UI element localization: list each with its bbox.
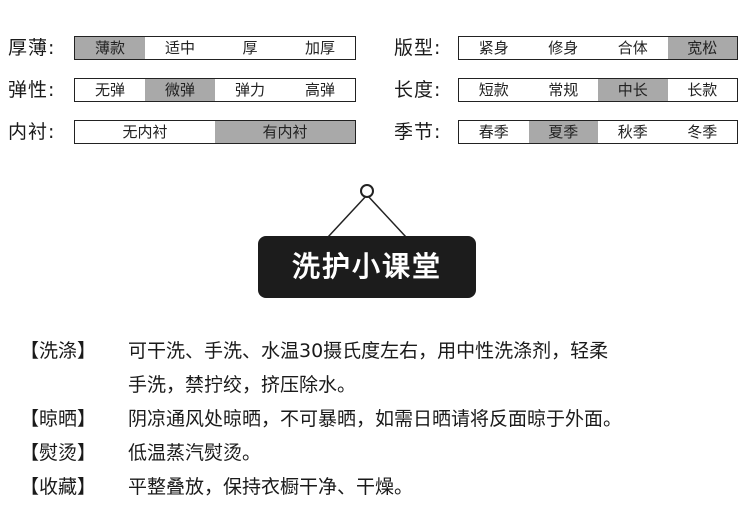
care-tag: 【晾晒】 <box>20 408 97 430</box>
option: 秋季 <box>617 123 648 141</box>
option: 紧身 <box>478 39 509 57</box>
option-selected: 薄款 <box>75 37 145 59</box>
care-item-dry: 【晾晒】 阴凉通风处晾晒，不可暴晒，如需日晒请将反面晾于外面。 <box>20 402 740 436</box>
attr-label: 长度: <box>394 79 442 101</box>
option: 厚 <box>242 39 258 57</box>
attr-row-season: 季节: 春季 夏季 秋季 冬季 <box>394 120 744 144</box>
option: 合体 <box>617 39 648 57</box>
option: 高弹 <box>304 81 335 99</box>
attr-row-fit: 版型: 紧身 修身 合体 宽松 <box>394 36 744 60</box>
care-text: 低温蒸汽熨烫。 <box>128 442 262 464</box>
attr-label: 内衬: <box>8 121 56 143</box>
option: 冬季 <box>687 123 718 141</box>
care-item-iron: 【熨烫】 低温蒸汽熨烫。 <box>20 436 740 470</box>
option-selected: 微弹 <box>145 79 215 101</box>
care-item-wash: 【洗涤】 可干洗、手洗、水温30摄氏度左右，用中性洗涤剂，轻柔 <box>20 334 740 368</box>
care-text: 可干洗、手洗、水温30摄氏度左右，用中性洗涤剂，轻柔 <box>128 340 609 362</box>
attr-row-elasticity: 弹性: 无弹 微弹 弹力 高弹 <box>8 78 358 102</box>
care-item-wash-cont: 手洗，禁拧绞，挤压除水。 <box>20 368 740 402</box>
option-group: 短款 常规 中长 长款 <box>458 78 738 102</box>
attr-row-thickness: 厚薄: 薄款 适中 厚 加厚 <box>8 36 358 60</box>
attr-row-length: 长度: 短款 常规 中长 长款 <box>394 78 744 102</box>
option: 修身 <box>548 39 579 57</box>
option-selected: 夏季 <box>528 121 598 143</box>
care-text: 手洗，禁拧绞，挤压除水。 <box>128 374 357 396</box>
option-group: 无弹 微弹 弹力 高弹 <box>74 78 356 102</box>
care-item-storage: 【收藏】 平整叠放，保持衣橱干净、干燥。 <box>20 470 740 504</box>
care-tag: 【洗涤】 <box>20 340 97 362</box>
option-selected: 中长 <box>598 79 668 101</box>
option-group: 春季 夏季 秋季 冬季 <box>458 120 738 144</box>
option: 适中 <box>164 39 195 57</box>
option: 弹力 <box>234 81 265 99</box>
option-group: 薄款 适中 厚 加厚 <box>74 36 356 60</box>
care-tag: 【熨烫】 <box>20 442 97 464</box>
option: 长款 <box>687 81 718 99</box>
option: 短款 <box>478 81 509 99</box>
option-selected: 有内衬 <box>215 121 355 143</box>
care-text: 阴凉通风处晾晒，不可暴晒，如需日晒请将反面晾于外面。 <box>128 408 623 430</box>
attr-label: 弹性: <box>8 79 56 101</box>
attr-label: 季节: <box>394 121 442 143</box>
option-group: 无内衬 有内衬 <box>74 120 356 144</box>
care-class-sign: 洗护小课堂 <box>258 236 476 298</box>
option-group: 紧身 修身 合体 宽松 <box>458 36 738 60</box>
option: 春季 <box>478 123 509 141</box>
attr-row-lining: 内衬: 无内衬 有内衬 <box>8 120 358 144</box>
option: 无内衬 <box>122 123 168 141</box>
option: 常规 <box>548 81 579 99</box>
option: 加厚 <box>304 39 335 57</box>
care-instructions: 【洗涤】 可干洗、手洗、水温30摄氏度左右，用中性洗涤剂，轻柔 手洗，禁拧绞，挤… <box>20 334 740 504</box>
hook-icon <box>360 184 374 198</box>
option: 无弹 <box>94 81 125 99</box>
attr-label: 版型: <box>394 37 442 59</box>
attr-label: 厚薄: <box>8 37 56 59</box>
care-text: 平整叠放，保持衣橱干净、干燥。 <box>128 476 414 498</box>
option-selected: 宽松 <box>667 37 737 59</box>
care-tag: 【收藏】 <box>20 476 97 498</box>
